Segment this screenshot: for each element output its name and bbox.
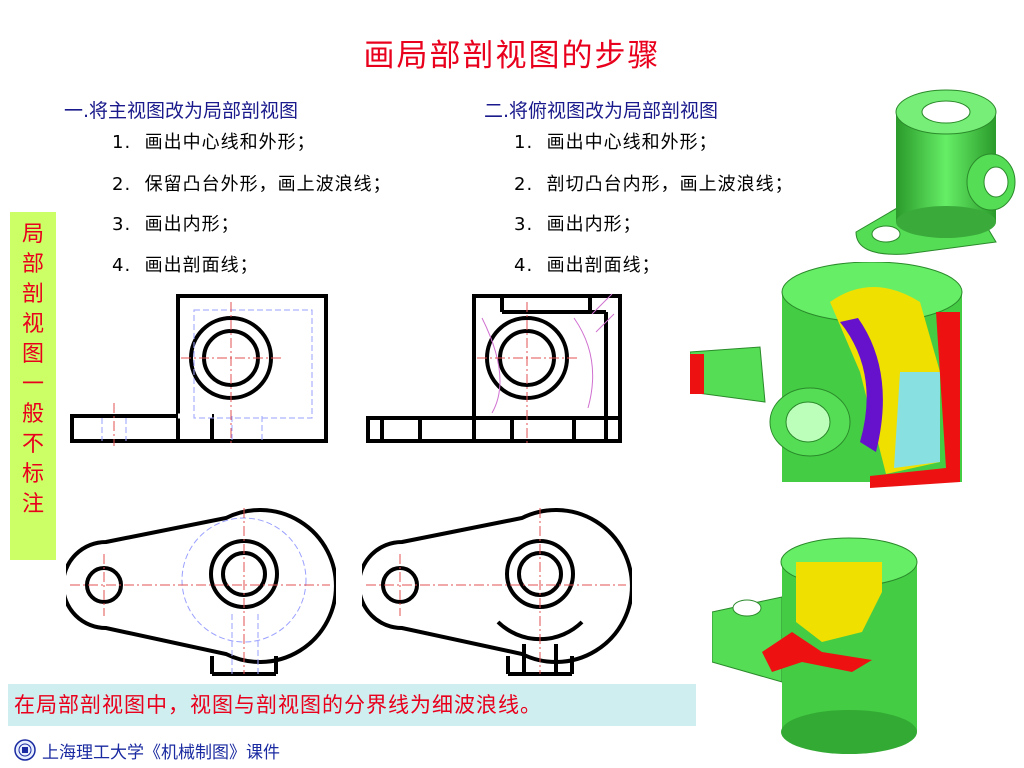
top-view-drawing [66, 508, 336, 676]
section1-step-3: 3. 画出内形； [112, 210, 240, 236]
top-view-outline [66, 508, 336, 664]
section2-step-4: 4. 画出剖面线； [514, 251, 661, 277]
section2-step-2: 2. 剖切凸台内形，画上波浪线； [514, 170, 794, 196]
side-note: 局 部 剖 视 图 一 般 不 标 注 [10, 212, 56, 560]
bottom-note: 在局部剖视图中，视图与剖视图的分界线为细波浪线。 [8, 684, 696, 726]
front-view-body-outline [176, 294, 328, 443]
page-title: 画局部剖视图的步骤 [363, 38, 661, 74]
side-note-char: 标 [21, 462, 44, 487]
3d-model-front-section-image [690, 262, 963, 488]
step-number: 1. [514, 132, 534, 153]
step-number: 4. [514, 255, 534, 276]
side-note-char: 局 [21, 222, 44, 247]
side-note-char: 注 [21, 492, 44, 517]
side-note-char: 不 [21, 432, 44, 457]
step-text: 剖切凸台内形，画上波浪线； [546, 174, 794, 195]
footer: 上海理工大学《机械制图》课件 [14, 737, 280, 763]
step-number: 3. [112, 214, 132, 235]
section1-step-4: 4. 画出剖面线； [112, 251, 259, 277]
side-note-char: 部 [21, 252, 44, 277]
step-number: 1. [112, 132, 132, 153]
top-view-section-drawing [362, 508, 632, 676]
step-text: 画出剖面线； [144, 255, 259, 276]
front-view-base-plate [70, 414, 214, 443]
step-number: 4. [112, 255, 132, 276]
step-text: 画出中心线和外形； [546, 132, 718, 153]
university-seal-icon [14, 739, 36, 761]
step-number: 2. [112, 174, 132, 195]
section2-step-3: 3. 画出内形； [514, 210, 642, 236]
side-note-char: 视 [21, 312, 44, 337]
section2-step-1: 1. 画出中心线和外形； [514, 128, 718, 154]
section1-heading: 一.将主视图改为局部剖视图 [64, 100, 299, 122]
3d-model-full-image [855, 89, 1016, 255]
step-text: 画出中心线和外形； [144, 132, 316, 153]
top-view-section-outline [362, 508, 632, 664]
step-text: 画出剖面线； [546, 255, 661, 276]
section-view-base-plate [366, 416, 622, 443]
side-note-char: 剖 [21, 282, 44, 307]
front-view-drawing [70, 294, 328, 446]
side-note-char: 般 [21, 402, 44, 427]
step-text: 画出内形； [144, 214, 240, 235]
front-view-section-drawing [366, 293, 622, 446]
side-note-char: 一 [21, 372, 44, 397]
footer-text: 上海理工大学《机械制图》课件 [42, 742, 280, 763]
step-number: 2. [514, 174, 534, 195]
step-text: 保留凸台外形，画上波浪线； [144, 174, 392, 195]
section1-step-2: 2. 保留凸台外形，画上波浪线； [112, 170, 392, 196]
step-text: 画出内形； [546, 214, 642, 235]
side-note-char: 图 [21, 342, 44, 367]
step-number: 3. [514, 214, 534, 235]
section1-step-1: 1. 画出中心线和外形； [112, 128, 316, 154]
3d-model-top-section-image [712, 537, 918, 754]
section-view-body-outline [472, 294, 622, 441]
section2-heading: 二.将俯视图改为局部剖视图 [484, 100, 719, 122]
